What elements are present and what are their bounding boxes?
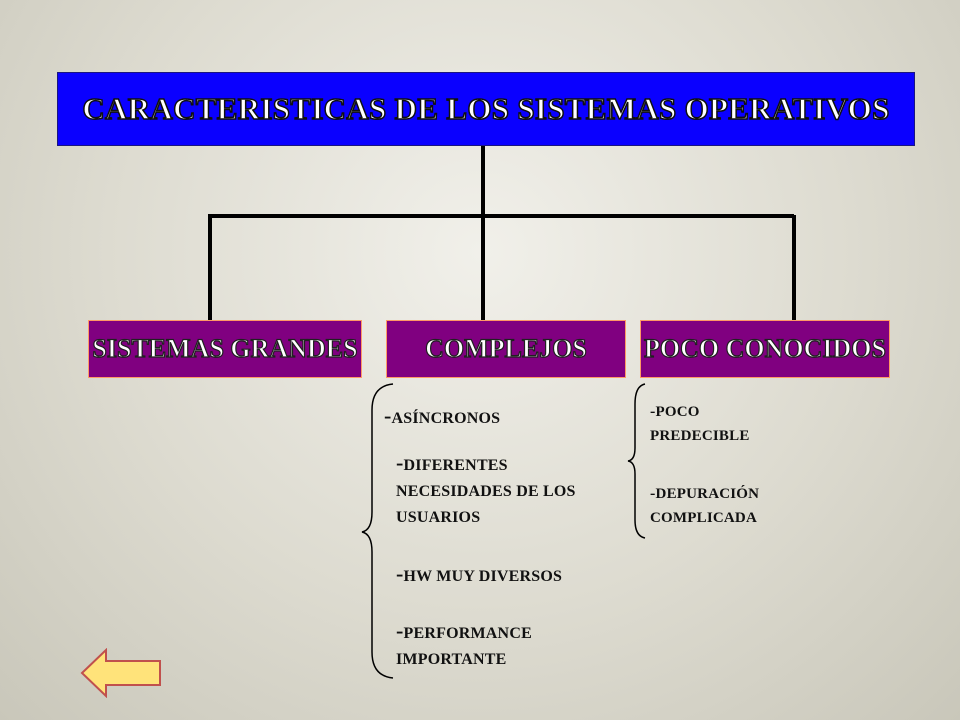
node-label: COMPLEJOS: [424, 333, 587, 363]
node-poco-conocidos: POCO CONOCIDOS: [640, 320, 890, 378]
list-item: -HW MUY DIVERSOS: [396, 561, 563, 586]
list-item: -PERFORMANCE IMPORTANTE: [396, 618, 532, 668]
node-label: SISTEMAS GRANDES: [92, 333, 358, 363]
node-sistemas-grandes: SISTEMAS GRANDES: [88, 320, 362, 378]
node-label: POCO CONOCIDOS: [643, 333, 886, 363]
title-box: CARACTERISTICAS DE LOS SISTEMAS OPERATIV…: [57, 72, 915, 146]
list-item: -DIFERENTES NECESIDADES DE LOS USUARIOS: [396, 450, 576, 526]
node-complejos: COMPLEJOS: [386, 320, 626, 378]
diagram-title: CARACTERISTICAS DE LOS SISTEMAS OPERATIV…: [82, 90, 890, 127]
left-arrow-icon[interactable]: [80, 648, 164, 698]
list-item: -POCO PREDECIBLE: [650, 403, 750, 444]
list-item: -ASÍNCRONOS: [384, 403, 501, 428]
list-item: -DEPURACIÓN COMPLICADA: [650, 485, 760, 526]
